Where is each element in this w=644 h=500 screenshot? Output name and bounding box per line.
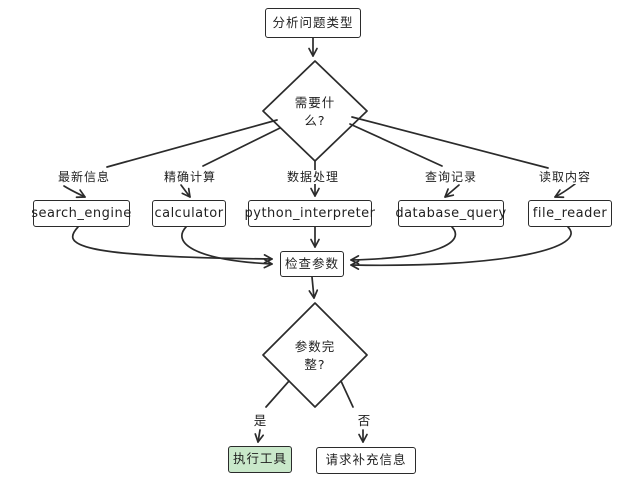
arrow-read-content-to-file-reader — [554, 183, 576, 199]
tool-label: calculator — [154, 206, 224, 221]
line-decision-to-latest-info — [106, 119, 278, 168]
node-tool-calculator: calculator — [152, 200, 226, 227]
node-start-label: 分析问题类型 — [272, 14, 354, 30]
node-tool-search-engine: search_engine — [31, 200, 132, 227]
node-request-info: 请求补充信息 — [316, 447, 416, 474]
line-decision-to-query-records — [349, 123, 443, 167]
node-start: 分析问题类型 — [265, 8, 361, 38]
branch-condition-latest-info: 最新信息 — [54, 170, 114, 184]
arrow-check-to-decision-complete — [308, 276, 319, 299]
node-tool-database-query: database_query — [395, 200, 507, 227]
branch-condition-query-records: 查询记录 — [421, 170, 481, 184]
line-decision-to-read-content — [351, 116, 549, 169]
node-execute-tool-label: 执行工具 — [232, 451, 287, 467]
line-decision-complete-to-yes — [265, 380, 290, 408]
node-execute-tool: 执行工具 — [228, 446, 292, 473]
curve-database-query-to-check — [350, 226, 457, 265]
branch-condition-precise-calc: 精确计算 — [160, 170, 220, 184]
arrow-query-records-to-database-query — [444, 184, 460, 198]
line-decision-to-precise-calc — [202, 127, 281, 167]
tool-label: search_engine — [31, 206, 132, 221]
curve-search-engine-to-check — [71, 226, 273, 264]
line-decision-complete-to-no — [340, 380, 354, 408]
node-check-params: 检查参数 — [280, 251, 344, 277]
branch-condition-data-processing: 数据处理 — [283, 170, 343, 184]
node-request-info-label: 请求补充信息 — [325, 452, 407, 468]
arrow-yes-to-execute — [254, 429, 265, 443]
edge-label-no: 否 — [352, 414, 376, 429]
node-tool-file-reader: file_reader — [528, 200, 612, 227]
curve-file-reader-to-check — [350, 226, 572, 270]
node-check-params-label: 检查参数 — [284, 255, 339, 271]
node-decision-complete-label: 参数完 整? — [294, 339, 336, 373]
branch-condition-read-content: 读取内容 — [535, 170, 595, 184]
curve-calculator-to-check — [181, 226, 273, 269]
edge-label-yes: 是 — [248, 414, 272, 429]
tool-label: file_reader — [532, 206, 608, 221]
arrow-latest-info-to-search-engine — [63, 185, 86, 199]
node-decision-need-label: 需要什 么? — [294, 95, 336, 129]
node-tool-python-interpreter: python_interpreter — [245, 200, 375, 227]
tool-label: database_query — [395, 206, 507, 221]
tool-label: python_interpreter — [244, 206, 376, 221]
arrow-precise-calc-to-calculator — [180, 184, 191, 198]
